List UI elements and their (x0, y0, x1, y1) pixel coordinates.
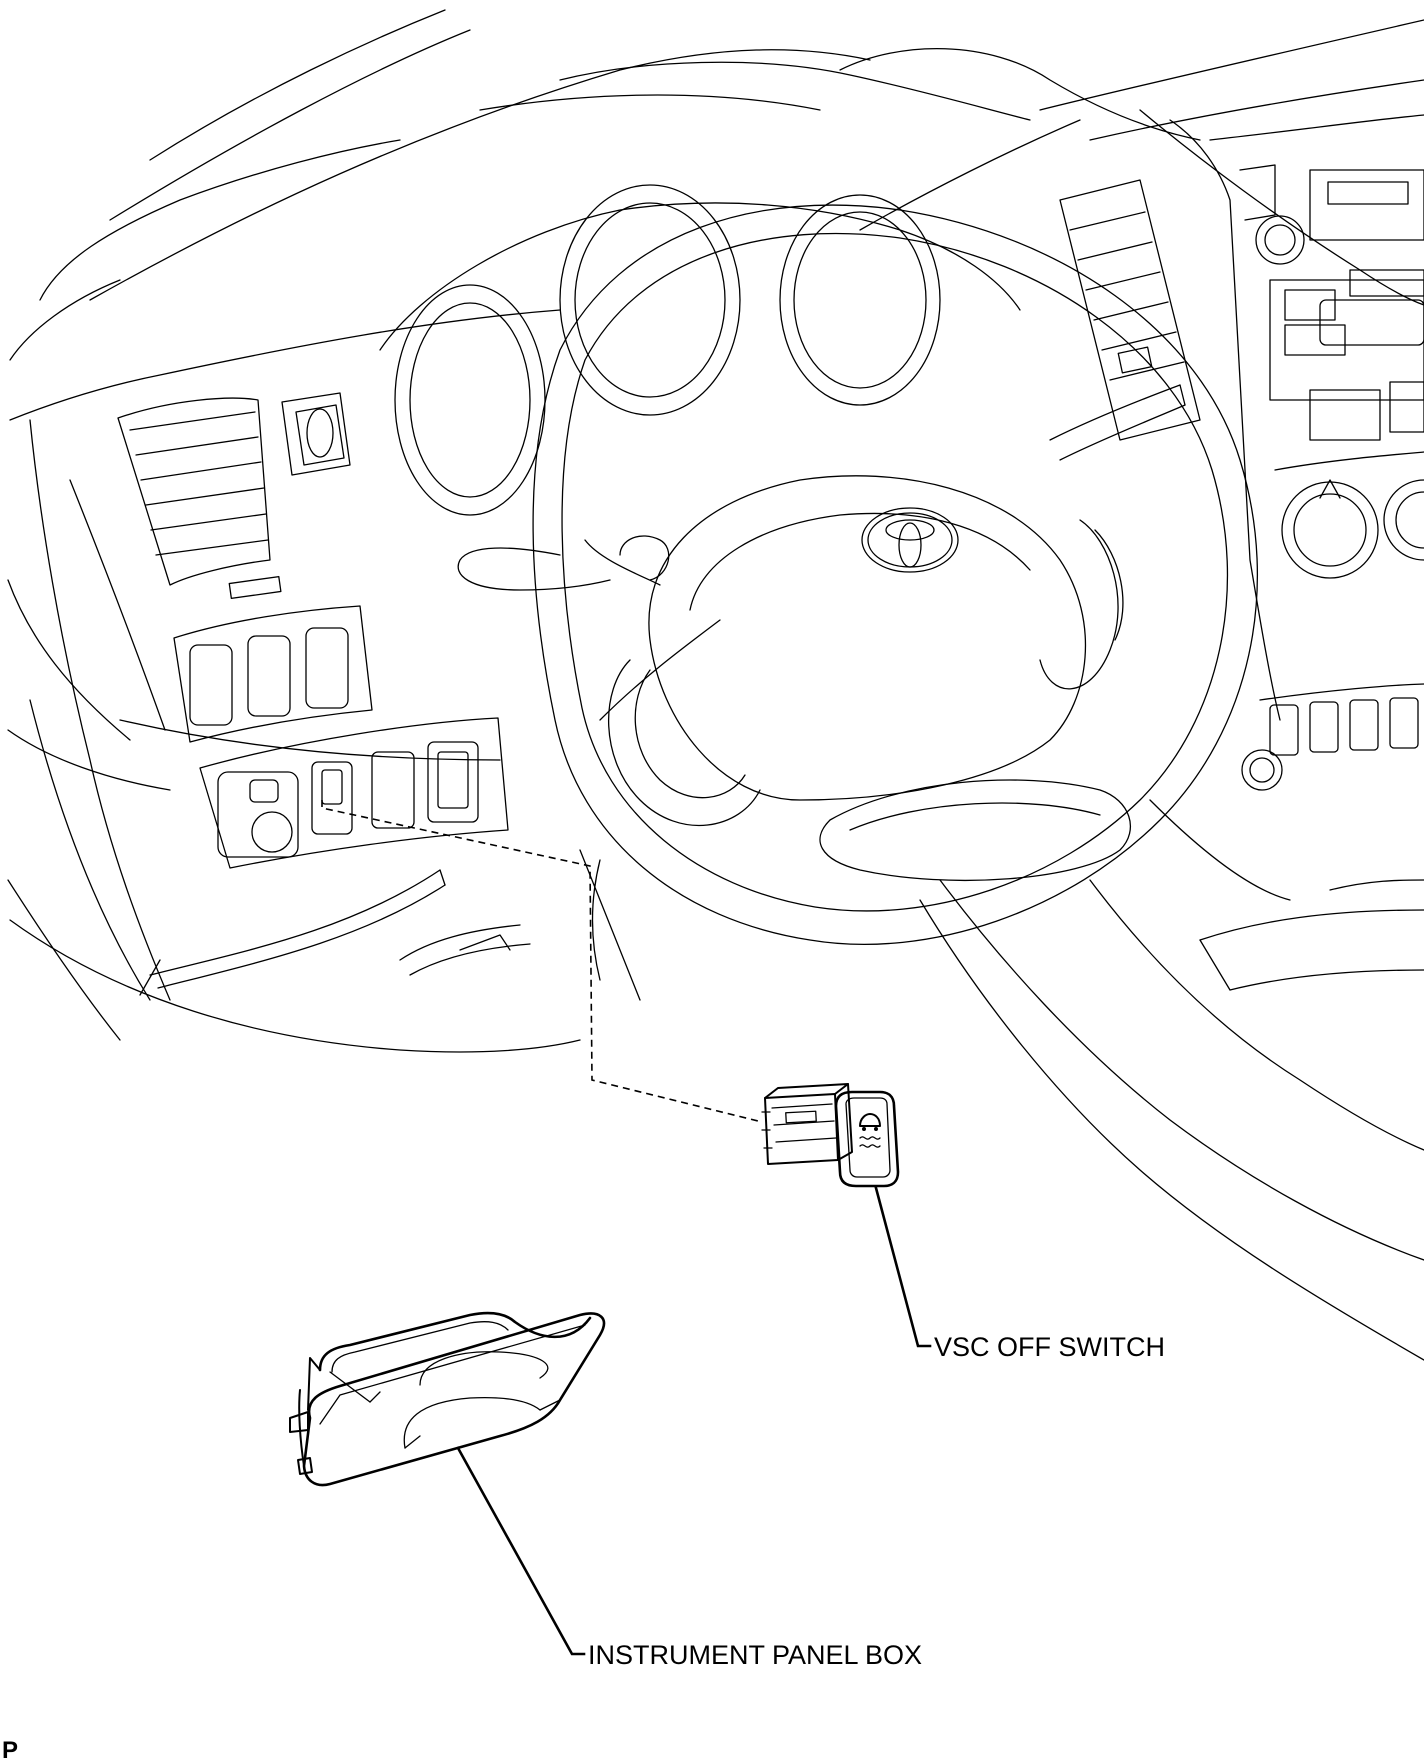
dashboard-outline (7, 9, 1424, 1361)
instrument-cluster (379, 184, 1021, 516)
installation-dashed-line (321, 800, 763, 1123)
left-air-vent (117, 397, 282, 600)
corner-code: P (2, 1737, 18, 1763)
center-stack (1059, 114, 1424, 791)
instrument-panel-box-leader (456, 1446, 586, 1656)
switch-panel-upper (173, 605, 373, 743)
vsc-off-switch-leader (874, 1186, 932, 1348)
vsc-off-switch-part (761, 1083, 900, 1188)
toyota-emblem-icon (861, 507, 959, 573)
skid-car-icon (859, 1113, 881, 1148)
combination-switch-lever (457, 384, 1186, 591)
vsc-off-switch-label: VSC OFF SWITCH (934, 1332, 1165, 1362)
steering-wheel (532, 204, 1259, 981)
instrument-panel-box-part (289, 1311, 606, 1487)
dimmer-knob (281, 392, 351, 476)
instrument-panel-box-label: INSTRUMENT PANEL BOX (588, 1640, 922, 1670)
switch-panel-lower (199, 717, 509, 869)
